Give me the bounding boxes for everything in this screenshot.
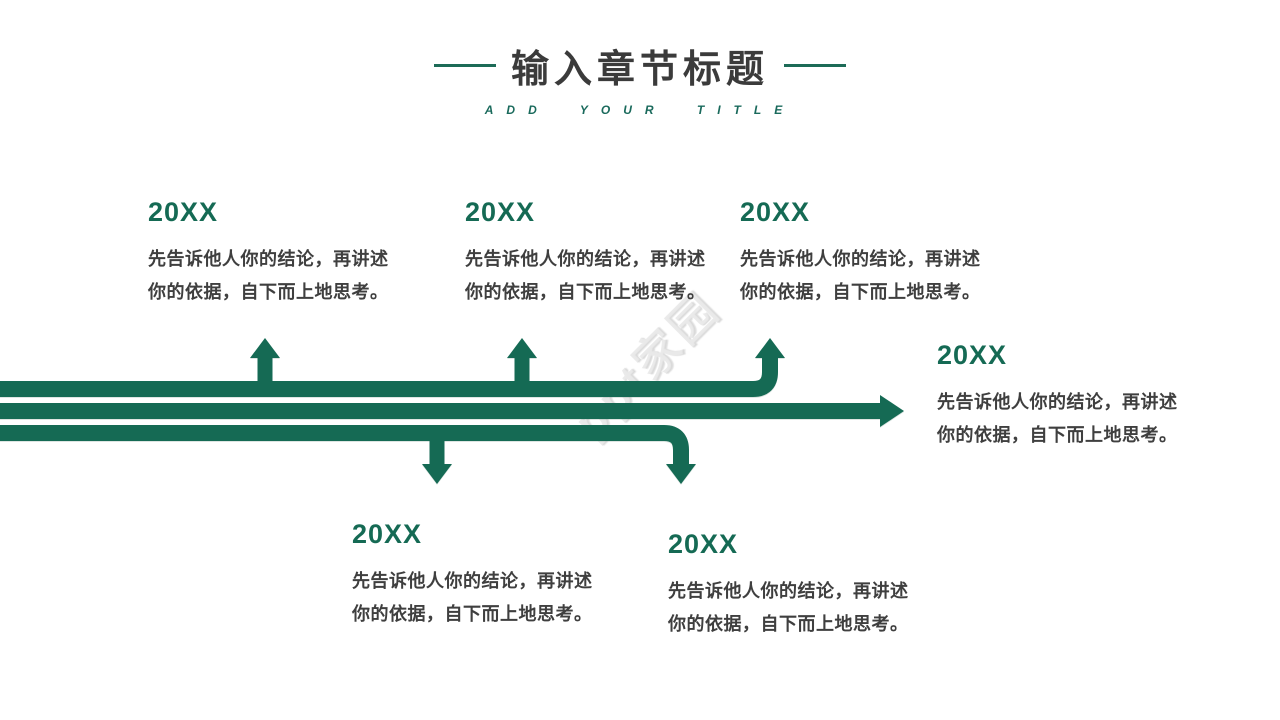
item-year: 20XX bbox=[465, 197, 536, 227]
item-desc: 先告诉他人你的结论，再讲述 你的依据，自下而上地思考。 bbox=[668, 575, 938, 641]
item-year: 20XX bbox=[352, 519, 423, 549]
title-dash-right bbox=[784, 64, 846, 67]
title-row: 输入章节标题 bbox=[0, 38, 1280, 93]
timeline-item-1: 20XX 先告诉他人你的结论，再讲述 你的依据，自下而上地思考。 bbox=[148, 198, 418, 309]
arrowhead-up-3 bbox=[755, 338, 785, 358]
timeline-bar-top bbox=[0, 357, 778, 397]
item-desc-line2: 你的依据，自下而上地思考。 bbox=[465, 282, 706, 302]
item-desc-line1: 先告诉他人你的结论，再讲述 bbox=[148, 249, 389, 269]
item-desc-line1: 先告诉他人你的结论，再讲述 bbox=[937, 392, 1178, 412]
item-year: 20XX bbox=[740, 197, 811, 227]
item-year: 20XX bbox=[668, 529, 739, 559]
arrowhead-up-1 bbox=[250, 338, 280, 358]
item-desc-line1: 先告诉他人你的结论，再讲述 bbox=[668, 581, 909, 601]
item-year: 20XX bbox=[148, 197, 219, 227]
item-desc-line1: 先告诉他人你的结论，再讲述 bbox=[465, 249, 706, 269]
item-desc: 先告诉他人你的结论，再讲述 你的依据，自下而上地思考。 bbox=[148, 243, 418, 309]
timeline-item-3: 20XX 先告诉他人你的结论，再讲述 你的依据，自下而上地思考。 bbox=[740, 198, 1010, 309]
item-desc: 先告诉他人你的结论，再讲述 你的依据，自下而上地思考。 bbox=[937, 386, 1207, 452]
page-subtitle: ADD YOUR TITLE bbox=[484, 103, 796, 117]
page-title: 输入章节标题 bbox=[510, 49, 769, 91]
timeline-item-2: 20XX 先告诉他人你的结论，再讲述 你的依据，自下而上地思考。 bbox=[465, 198, 735, 309]
item-desc: 先告诉他人你的结论，再讲述 你的依据，自下而上地思考。 bbox=[352, 565, 622, 631]
item-desc: 先告诉他人你的结论，再讲述 你的依据，自下而上地思考。 bbox=[740, 243, 1010, 309]
arrowhead-down-2 bbox=[666, 464, 696, 484]
timeline-item-6: 20XX 先告诉他人你的结论，再讲述 你的依据，自下而上地思考。 bbox=[668, 530, 938, 641]
item-desc-line2: 你的依据，自下而上地思考。 bbox=[352, 604, 593, 624]
item-year: 20XX bbox=[937, 340, 1008, 370]
title-dash-left bbox=[433, 64, 496, 67]
item-desc-line2: 你的依据，自下而上地思考。 bbox=[740, 282, 981, 302]
item-desc-line1: 先告诉他人你的结论，再讲述 bbox=[740, 249, 981, 269]
item-desc-line2: 你的依据，自下而上地思考。 bbox=[148, 282, 389, 302]
timeline-item-5: 20XX 先告诉他人你的结论，再讲述 你的依据，自下而上地思考。 bbox=[352, 520, 622, 631]
item-desc-line1: 先告诉他人你的结论，再讲述 bbox=[352, 571, 593, 591]
item-desc-line2: 你的依据，自下而上地思考。 bbox=[668, 614, 909, 634]
timeline-bar-bottom bbox=[0, 425, 689, 465]
arrowhead-right bbox=[880, 395, 904, 427]
arrowhead-up-2 bbox=[507, 338, 537, 358]
arrowhead-down-1 bbox=[422, 464, 452, 484]
slide-header: 输入章节标题 ADD YOUR TITLE bbox=[0, 38, 1280, 117]
item-desc-line2: 你的依据，自下而上地思考。 bbox=[937, 425, 1178, 445]
timeline-item-4: 20XX 先告诉他人你的结论，再讲述 你的依据，自下而上地思考。 bbox=[937, 341, 1207, 452]
item-desc: 先告诉他人你的结论，再讲述 你的依据，自下而上地思考。 bbox=[465, 243, 735, 309]
